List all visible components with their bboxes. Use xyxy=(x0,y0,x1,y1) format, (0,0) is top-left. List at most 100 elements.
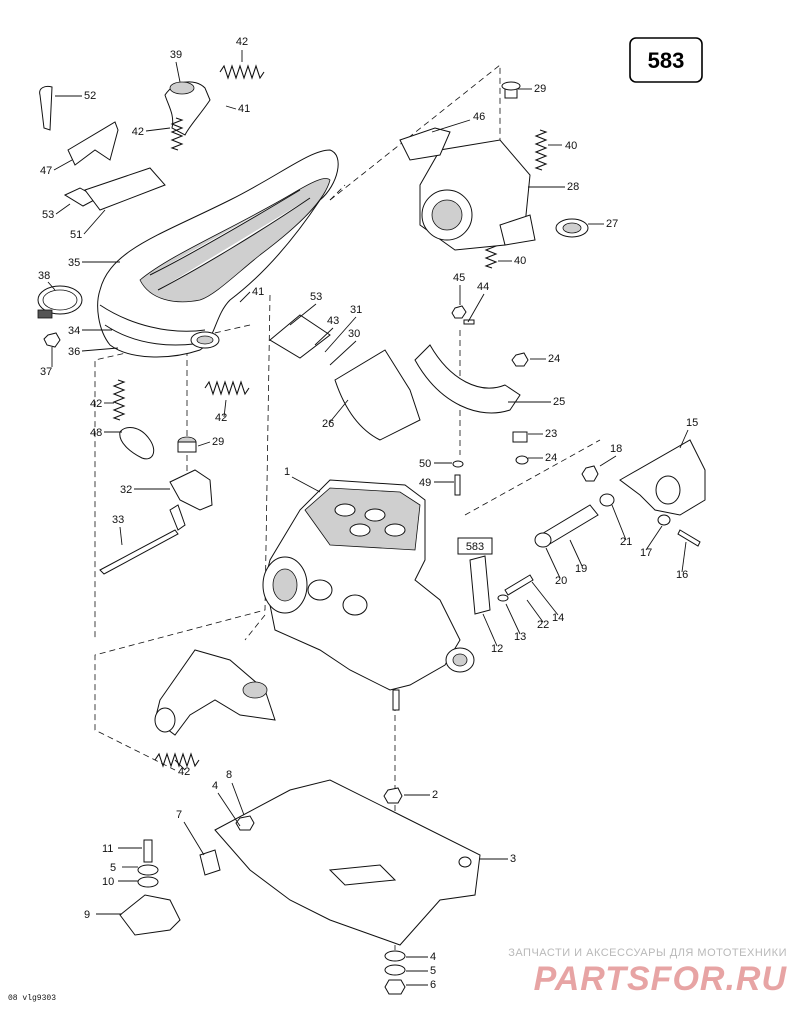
leader-line-42d xyxy=(223,399,227,418)
leader-line-31 xyxy=(324,316,357,353)
leader-line-7 xyxy=(183,821,205,856)
engine-mounting-plate xyxy=(119,779,481,995)
callout-27: 27 xyxy=(606,218,618,230)
engine-support-bracket xyxy=(469,439,706,615)
left-mount-parts xyxy=(99,427,213,575)
callout-1: 1 xyxy=(284,466,290,478)
callout-20: 20 xyxy=(555,575,567,587)
callout-41b: 41 xyxy=(252,286,264,298)
leader-line-18 xyxy=(599,455,617,467)
callout-9: 9 xyxy=(84,909,90,921)
callout-4b: 4 xyxy=(430,951,436,963)
leader-line-39 xyxy=(175,61,181,83)
callout-37: 37 xyxy=(40,366,52,378)
callout-40b: 40 xyxy=(514,255,526,267)
callout-36: 36 xyxy=(68,346,80,358)
callout-42b: 42 xyxy=(132,126,144,138)
callout-14: 14 xyxy=(552,612,564,624)
callout-35: 35 xyxy=(68,257,80,269)
callout-17: 17 xyxy=(640,547,652,559)
leader-line-30 xyxy=(329,340,357,366)
callout-42a: 42 xyxy=(236,36,248,48)
reference-box: 583 xyxy=(457,537,493,555)
callout-45: 45 xyxy=(453,272,465,284)
callout-26: 26 xyxy=(322,418,334,430)
watermark: ЗАПЧАСТИ И АКСЕССУАРЫ ДЛЯ МОТОТЕХНИКИ PA… xyxy=(508,947,788,998)
callout-16: 16 xyxy=(676,569,688,581)
watermark-line1: ЗАПЧАСТИ И АКСЕССУАРЫ ДЛЯ МОТОТЕХНИКИ xyxy=(508,947,787,959)
callout-24b: 24 xyxy=(545,452,557,464)
leader-line-26 xyxy=(329,399,349,423)
callout-32: 32 xyxy=(120,484,132,496)
leader-line-16 xyxy=(681,541,687,573)
leader-line-4a xyxy=(217,792,241,827)
leader-line-20 xyxy=(545,547,561,579)
exhaust-manifold xyxy=(154,649,276,736)
callout-50: 50 xyxy=(419,458,431,470)
leader-line-14 xyxy=(531,581,559,616)
callout-2: 2 xyxy=(432,789,438,801)
callouts: 4239415242475351353834363741424248293233… xyxy=(38,36,698,991)
leader-line-17 xyxy=(645,525,663,551)
callout-53a: 53 xyxy=(42,209,54,221)
leader-line-44 xyxy=(467,293,485,323)
callout-18: 18 xyxy=(610,443,622,455)
leader-line-29b xyxy=(197,441,211,447)
leader-line-15 xyxy=(679,429,689,449)
callout-8: 8 xyxy=(226,769,232,781)
leader-line-8 xyxy=(231,782,245,816)
leader-line-53b xyxy=(289,303,317,326)
callout-29b: 29 xyxy=(212,436,224,448)
callout-25: 25 xyxy=(553,396,565,408)
tuned-pipe xyxy=(97,149,339,358)
callout-3: 3 xyxy=(510,853,516,865)
page-number: 583 xyxy=(648,48,685,73)
page-number-box: 583 xyxy=(629,37,703,83)
callout-31: 31 xyxy=(350,304,362,316)
callout-42c: 42 xyxy=(90,398,102,410)
leader-line-51 xyxy=(83,209,106,235)
callout-52: 52 xyxy=(84,90,96,102)
callout-30: 30 xyxy=(348,328,360,340)
callout-5a: 5 xyxy=(110,862,116,874)
callout-51: 51 xyxy=(70,229,82,241)
leader-line-33 xyxy=(119,526,123,546)
leader-line-46 xyxy=(431,119,471,133)
callout-53b: 53 xyxy=(310,291,322,303)
leader-line-42e xyxy=(174,759,186,771)
footer-code: 08 vlg9303 xyxy=(8,994,56,1003)
callout-40a: 40 xyxy=(565,140,577,152)
callout-10: 10 xyxy=(102,876,114,888)
heat-shield-parts xyxy=(39,85,166,211)
leader-line-47 xyxy=(53,159,73,171)
leader-line-22 xyxy=(526,599,544,623)
callout-42e: 42 xyxy=(178,766,190,778)
clamp-and-nut xyxy=(37,285,83,348)
watermark-logo: PARTSFOR.RU xyxy=(534,960,788,998)
shields-and-hardware xyxy=(269,305,529,496)
muffler-housing xyxy=(399,81,589,251)
callout-22: 22 xyxy=(537,619,549,631)
callout-39: 39 xyxy=(170,49,182,61)
reference-box-text: 583 xyxy=(466,541,484,553)
callout-12: 12 xyxy=(491,643,503,655)
leader-line-43 xyxy=(314,327,334,346)
leader-line-12 xyxy=(482,613,498,647)
leader-line-36 xyxy=(81,347,119,352)
callout-11: 11 xyxy=(102,843,113,855)
leader-line-41b xyxy=(239,291,251,303)
callout-47: 47 xyxy=(40,165,52,177)
callout-23: 23 xyxy=(545,428,557,440)
callout-5b: 5 xyxy=(430,965,436,977)
callout-49: 49 xyxy=(419,477,431,489)
exhaust-elbow xyxy=(164,81,211,136)
leader-line-38 xyxy=(47,281,56,291)
engine-block xyxy=(262,479,475,711)
springs xyxy=(112,64,548,768)
callout-43: 43 xyxy=(327,315,339,327)
callout-41a: 41 xyxy=(238,103,250,115)
callout-46: 46 xyxy=(473,111,485,123)
callout-48: 48 xyxy=(90,427,102,439)
leader-line-41a xyxy=(225,105,237,110)
